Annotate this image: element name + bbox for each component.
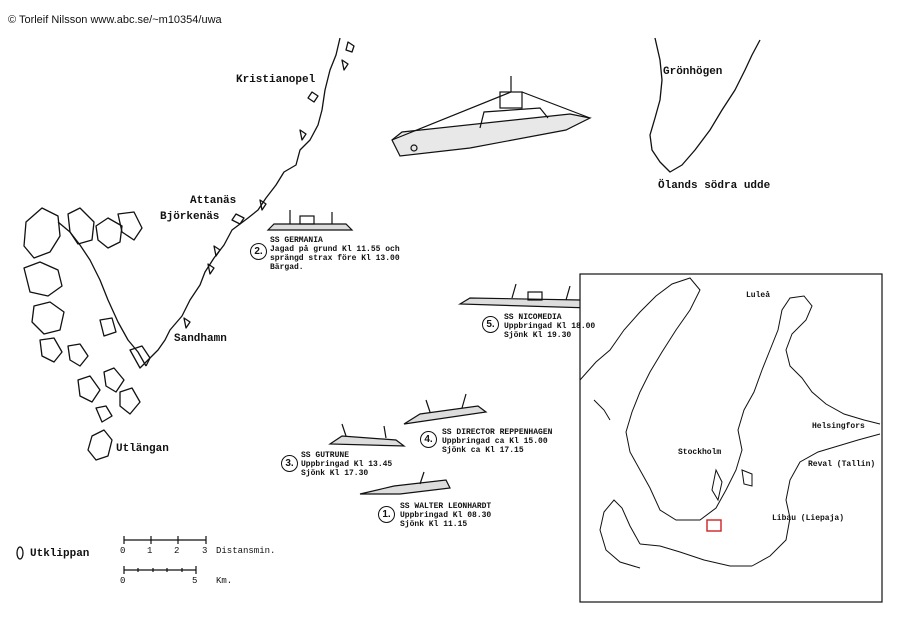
utlangan-island (87, 429, 113, 461)
event-badge-5: 5. (482, 316, 499, 333)
label-gronhogen: Grönhögen (663, 66, 723, 78)
inset-label-helsingfors: Helsingfors (812, 422, 865, 431)
ship-reppenhagen (403, 393, 488, 425)
ship-walter-leonhardt (359, 471, 451, 495)
label-attanas: Attanäs (190, 195, 237, 207)
ships (266, 210, 592, 495)
event-note-walter-leonhardt: SS WALTER LEONHARDT Uppbringad Kl 08.30 … (400, 502, 492, 529)
scale-nm-3: 3 (202, 546, 208, 556)
label-utklippan: Utklippan (30, 548, 90, 560)
ship-name: SS DIRECTOR REPPENHAGEN (442, 428, 553, 437)
inset-label-libau: Libau (Liepaja) (772, 514, 845, 523)
scale-nm-1: 1 (147, 546, 153, 556)
ship-germania (266, 210, 354, 231)
scale-bars (123, 536, 207, 574)
scale-km-unit: Km. (216, 576, 233, 586)
inset-label-lulea: Luleå (746, 291, 771, 300)
ship-name: SS GUTRUNE (301, 451, 350, 460)
inset-label-stockholm: Stockholm (678, 448, 722, 457)
archipelago-main-island (23, 207, 61, 259)
event-badge-4: 4. (420, 431, 437, 448)
scale-nm-unit: Distansmin. (216, 546, 276, 556)
label-utlangan: Utlängan (116, 443, 169, 455)
scale-nm-0: 0 (120, 546, 126, 556)
scale-km-5: 5 (192, 576, 198, 586)
label-kristianopel: Kristianopel (236, 74, 316, 86)
ship-gutrune (328, 423, 406, 447)
scale-km-0: 0 (120, 576, 126, 586)
mainland-coastline (145, 37, 341, 367)
scale-nm-2: 2 (174, 546, 180, 556)
ship-name: SS GERMANIA (270, 236, 323, 245)
ship-nicomedia (457, 283, 592, 309)
event-badge-3: 3. (281, 455, 298, 472)
copyright-text: © Torleif Nilsson www.abc.se/~m10354/uwa (8, 14, 222, 26)
label-bjorkenas: Björkenäs (160, 211, 220, 223)
oland-coastline (649, 37, 761, 173)
event-note-reppenhagen: SS DIRECTOR REPPENHAGEN Uppbringad ca Kl… (442, 428, 553, 455)
ship-name: SS NICOMEDIA (504, 313, 562, 322)
label-olands-sodra-udde: Ölands södra udde (658, 180, 771, 192)
inset-label-reval: Reval (Tallin) (808, 460, 876, 469)
inset-baltic-map (579, 273, 883, 603)
inset-highlight-box (706, 519, 722, 532)
submarine-drawing (391, 76, 592, 157)
ship-name: SS WALTER LEONHARDT (400, 502, 492, 511)
event-note-nicomedia: SS NICOMEDIA Uppbringad Kl 18.00 Sjönk K… (504, 313, 596, 340)
utklippan-island (16, 546, 24, 560)
event-badge-2: 2. (250, 243, 267, 260)
event-note-germania: SS GERMANIA Jagad på grund Kl 11.55 och … (270, 236, 400, 272)
event-note-gutrune: SS GUTRUNE Uppbringad Kl 13.45 Sjönk Kl … (301, 451, 393, 478)
event-badge-1: 1. (378, 506, 395, 523)
label-sandhamn: Sandhamn (174, 333, 227, 345)
